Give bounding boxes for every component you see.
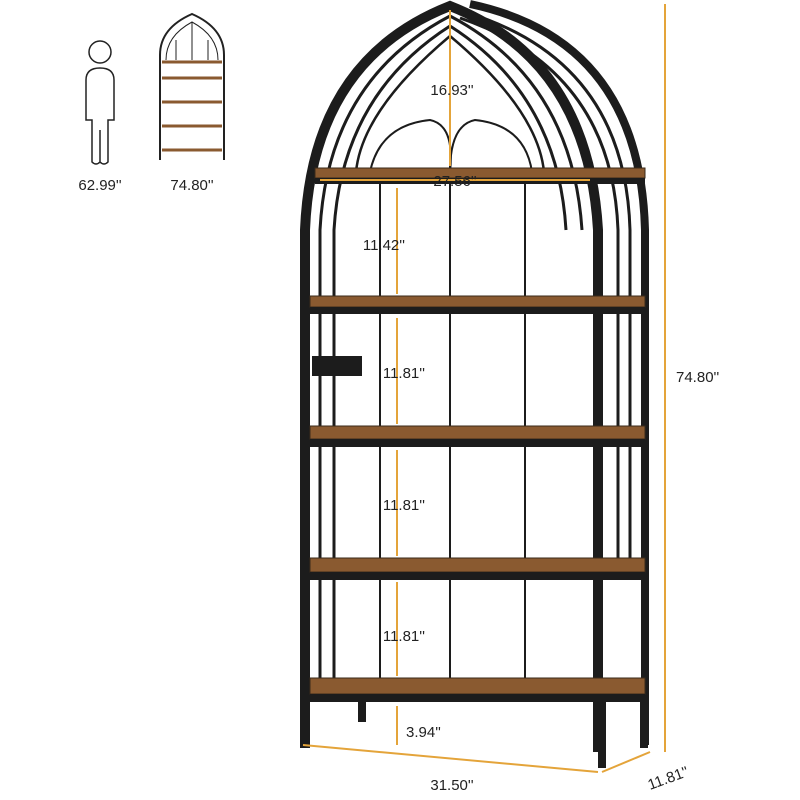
dimension-lines xyxy=(302,4,666,773)
total-height-label: 74.80'' xyxy=(676,369,719,386)
inner-width-label: 27.56'' xyxy=(433,173,476,190)
shelf-height-label: 74.80'' xyxy=(170,177,213,194)
shelf-gap-2-label: 11.81'' xyxy=(383,365,425,382)
width-label: 31.50'' xyxy=(430,777,473,794)
shelf-5 xyxy=(309,677,646,702)
person-icon xyxy=(85,40,115,165)
shelf-gap-4-label: 11.81'' xyxy=(383,628,425,645)
shelf-frame xyxy=(300,0,649,768)
shelf-4 xyxy=(309,557,646,580)
shelf-2 xyxy=(309,295,646,314)
shelf-3 xyxy=(309,425,646,447)
depth-label: 11.81'' xyxy=(646,763,692,793)
arch-height-label: 16.93'' xyxy=(430,82,473,99)
shelf-gap-3-label: 11.81'' xyxy=(383,497,425,514)
shelf-gap-1-label: 11.42'' xyxy=(363,237,405,254)
mini-shelf-icon xyxy=(159,12,225,160)
person-height-label: 62.99'' xyxy=(78,177,121,194)
shelf-1 xyxy=(314,167,646,184)
bottom-clearance-label: 3.94'' xyxy=(406,724,441,741)
